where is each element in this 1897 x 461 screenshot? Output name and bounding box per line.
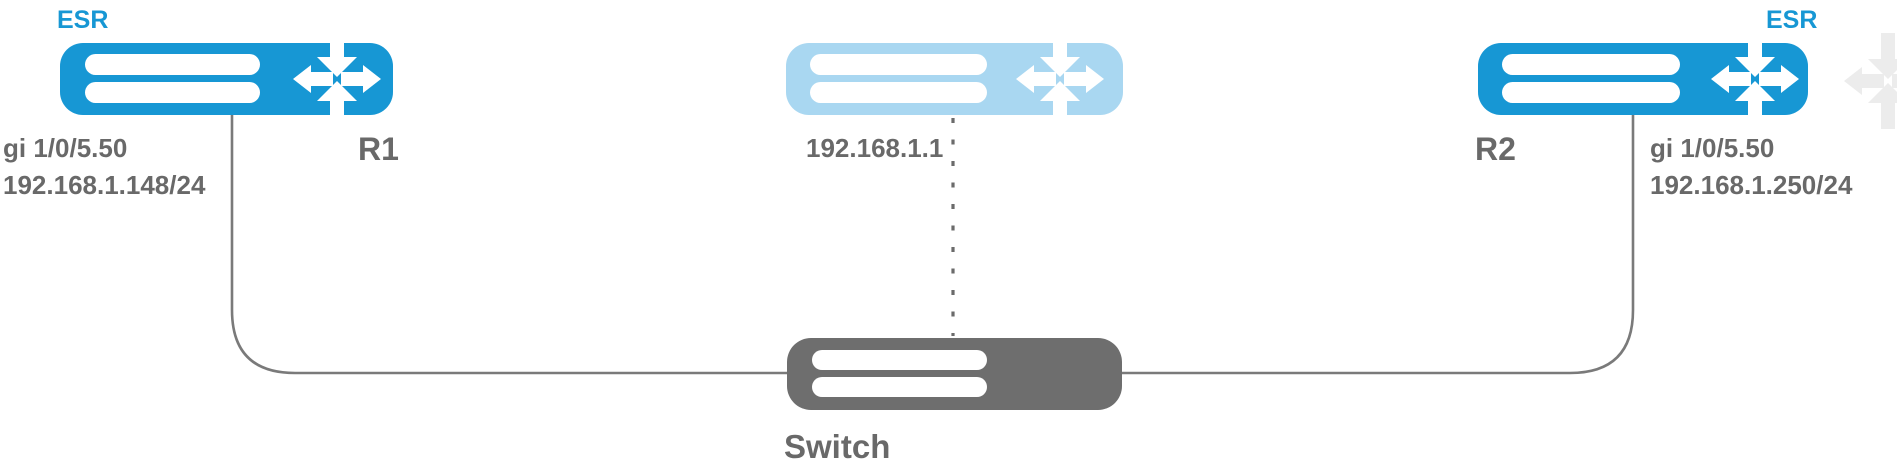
link-r1-to-switch — [230, 115, 787, 375]
virtual-router-ip-label: 192.168.1.1 — [806, 133, 943, 163]
virtual-router-panel-bar — [810, 82, 987, 103]
r2-device-type-label: ESR — [1766, 6, 1817, 34]
router-r1-panel-bar — [85, 54, 260, 75]
switch-name-label: Switch — [784, 428, 890, 461]
router-r1-panel-bar — [85, 82, 260, 103]
r1-device-type-label: ESR — [57, 6, 108, 34]
r2-name-label: R2 — [1475, 131, 1516, 167]
link-r2-to-switch — [1122, 115, 1635, 375]
r1-name-label: R1 — [358, 131, 399, 167]
switch-panel-bar — [812, 350, 987, 370]
r2-ip-label: 192.168.1.250/24 — [1650, 170, 1853, 200]
switch-panel-bar — [812, 377, 987, 397]
r1-interface-label: gi 1/0/5.50 — [3, 133, 127, 163]
r2-interface-label: gi 1/0/5.50 — [1650, 133, 1774, 163]
ghost-cross-arrows-icon — [1844, 33, 1897, 129]
virtual-router-panel-bar — [810, 54, 987, 75]
r1-ip-label: 192.168.1.148/24 — [3, 170, 206, 200]
router-r2-panel-bar — [1502, 82, 1680, 103]
switch-body — [787, 338, 1122, 410]
router-r2-panel-bar — [1502, 54, 1680, 75]
